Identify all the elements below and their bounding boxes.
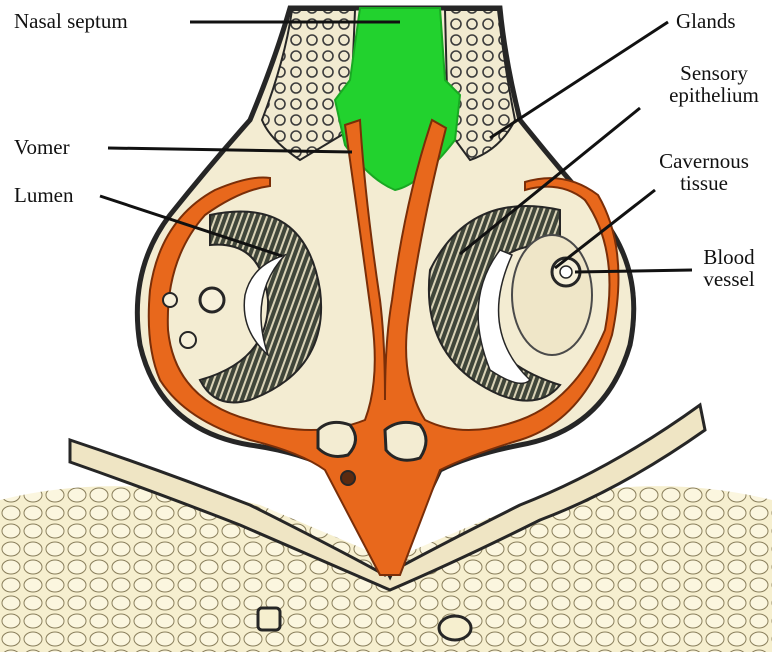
blood-vessel-lumen [560,266,572,278]
label-cavernous-tissue: Cavernous tissue [640,150,768,194]
vessel-left-b [180,332,196,348]
label-nasal-septum: Nasal septum [14,10,128,32]
vessel-left-c [163,293,177,307]
label-cavernous-line2: tissue [640,172,768,194]
leader-glands [490,22,668,138]
label-vomer: Vomer [14,136,70,158]
label-sensory-line2: epithelium [660,84,768,106]
cavernous-tissue [512,235,592,355]
vomer-opening-left [318,422,356,456]
label-blood-line2: vessel [690,268,768,290]
vomer-opening-right [385,422,426,460]
vomer-small-vessel [341,471,355,485]
label-cavernous-line1: Cavernous [640,150,768,172]
label-sensory-line1: Sensory [660,62,768,84]
lower-vessel-right [439,616,471,640]
leader-blood-vessel [575,270,692,272]
label-sensory-epithelium: Sensory epithelium [660,62,768,106]
vessel-left-a [200,288,224,312]
label-blood-vessel: Blood vessel [690,246,768,290]
label-lumen: Lumen [14,184,73,206]
label-blood-line1: Blood [690,246,768,268]
label-glands: Glands [676,10,736,32]
lower-vessel-left [258,608,280,630]
